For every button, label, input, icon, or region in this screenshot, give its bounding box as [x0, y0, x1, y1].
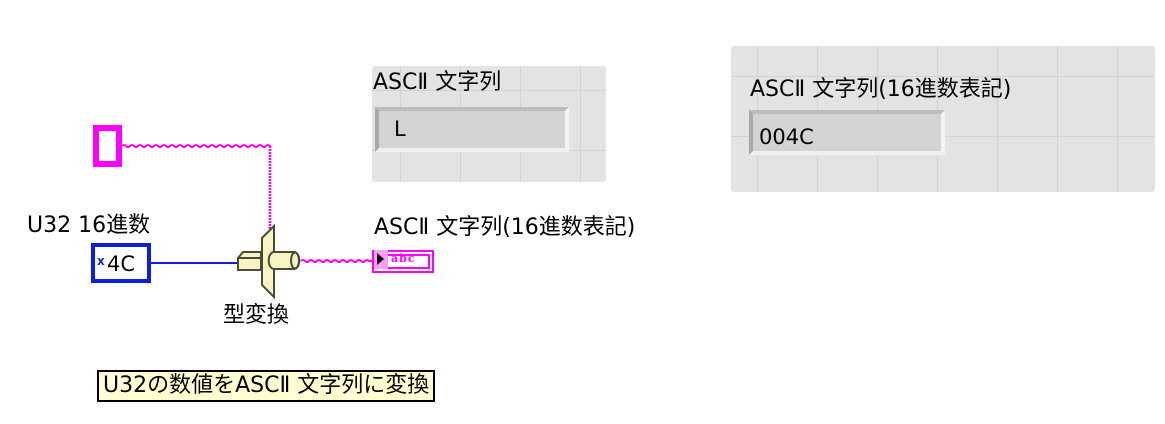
string-type-glyph: abc	[391, 252, 416, 265]
ascii-string-indicator[interactable]: L	[375, 107, 569, 152]
indicator-arrow-icon	[377, 253, 384, 265]
string-constant[interactable]	[93, 125, 122, 167]
ascii-hex-indicator[interactable]: 004C	[749, 110, 945, 155]
type-cast-label: 型変換	[223, 303, 290, 328]
ascii-string-value: L	[394, 117, 406, 141]
string-indicator-label: ASCⅡ 文字列(16進数表記)	[374, 215, 636, 240]
indicator-arrow-box	[374, 250, 388, 269]
ascii-hex-label: ASCⅡ 文字列(16進数表記)	[750, 77, 1012, 102]
u32-control-terminal[interactable]: x 4C	[91, 243, 151, 283]
type-cast-icon	[237, 223, 301, 300]
hex-radix-marker: x	[97, 254, 105, 268]
ascii-string-label: ASCⅡ 文字列	[373, 70, 502, 95]
u32-control-label: U32 16進数	[27, 213, 151, 238]
string-indicator-terminal[interactable]: abc	[372, 250, 434, 273]
string-wire-output	[300, 259, 372, 263]
u32-control-value: 4C	[107, 252, 136, 276]
string-wire-constant	[121, 144, 271, 148]
ascii-hex-value: 004C	[759, 125, 814, 149]
diagram-comment: U32の数値をASCⅡ 文字列に変換	[97, 370, 436, 402]
